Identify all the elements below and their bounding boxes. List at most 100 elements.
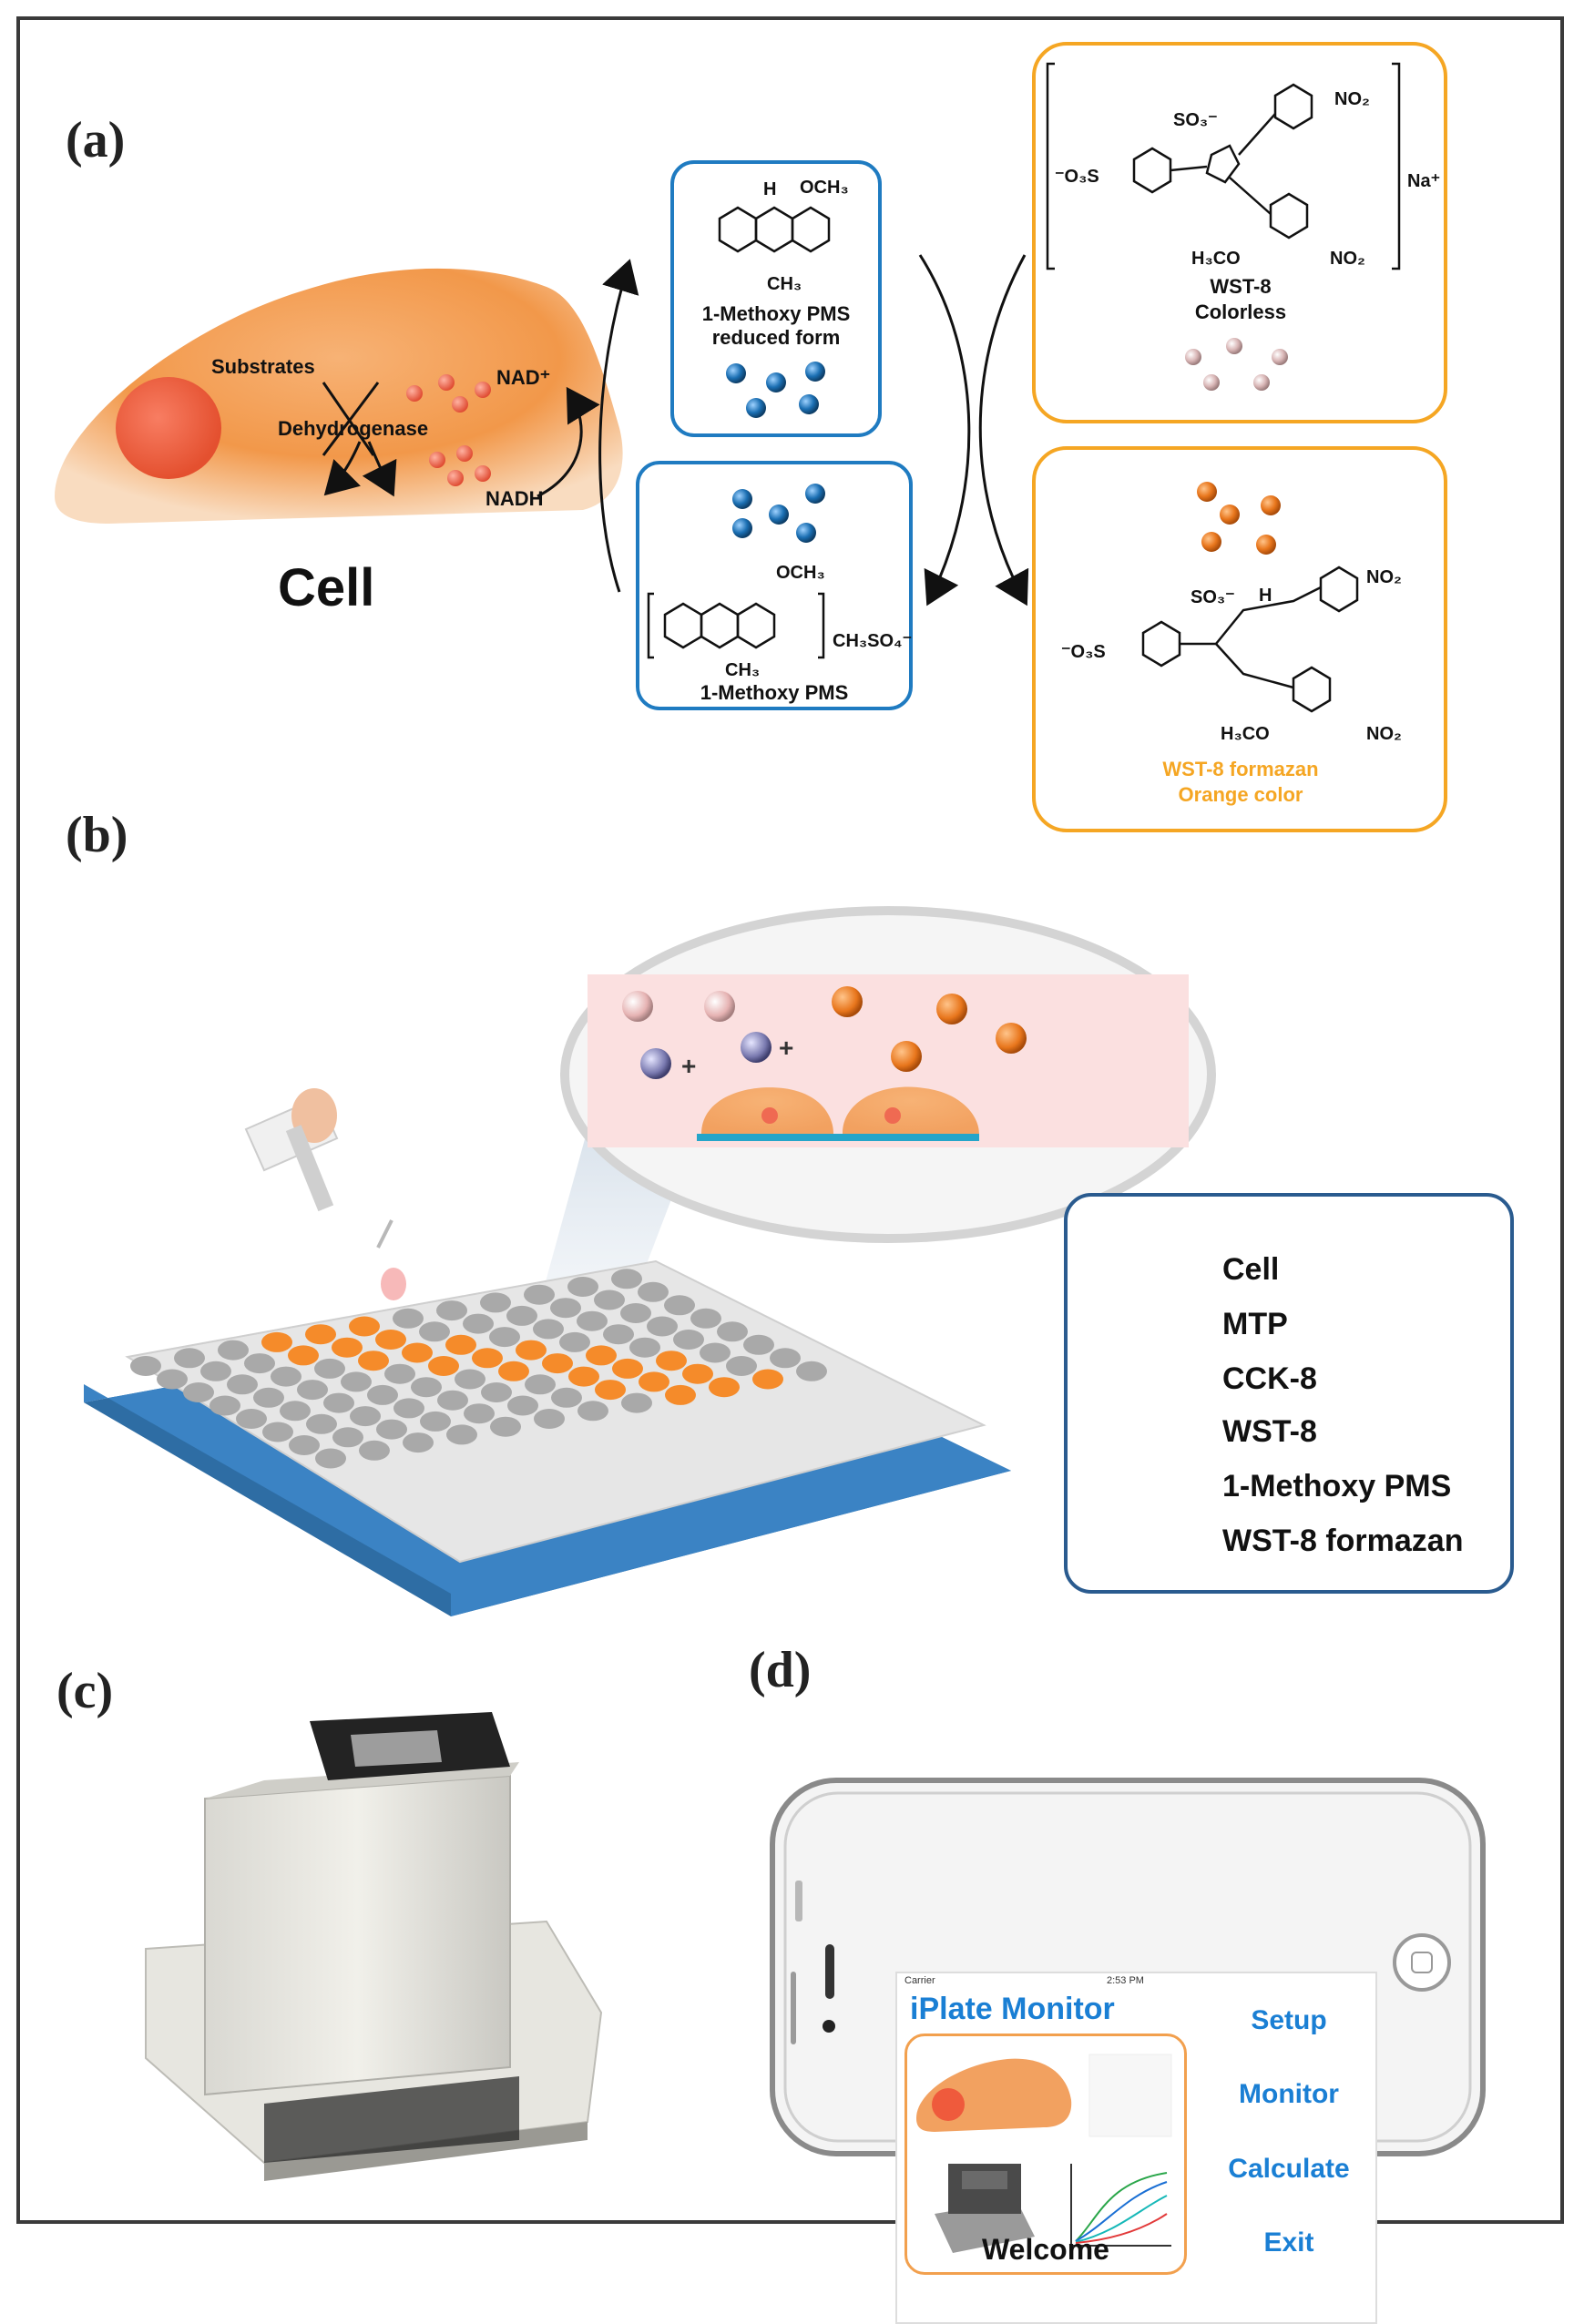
plate-well <box>315 1448 346 1469</box>
plate-well <box>446 1424 477 1445</box>
plate-well <box>550 1298 581 1319</box>
nadh-to-nad-arrow <box>537 386 600 498</box>
wst8-structure <box>1046 62 1401 270</box>
reaction-arrow-2 <box>362 441 397 497</box>
device-body <box>204 1774 511 2096</box>
formazan-o3s: ⁻O₃S <box>1061 642 1106 662</box>
plate-well <box>332 1337 363 1358</box>
plate-well <box>411 1377 442 1398</box>
plate-well <box>639 1371 669 1392</box>
app-preview-card: Welcome <box>904 2034 1187 2275</box>
formazan-color: Orange color <box>1179 783 1303 806</box>
formazan-structure <box>1141 566 1359 713</box>
plate-well <box>384 1363 415 1384</box>
plate-well <box>350 1406 381 1427</box>
plate-well <box>244 1353 275 1374</box>
plate-well <box>577 1310 608 1331</box>
phone-home-button[interactable] <box>1393 1933 1451 1992</box>
wst8-balls <box>1185 338 1288 391</box>
plate-well <box>280 1401 311 1422</box>
formazan-box <box>1032 446 1447 832</box>
plate-well <box>376 1419 407 1440</box>
pms-reduced-box <box>670 160 882 437</box>
panel-label-a: (a) <box>66 112 126 168</box>
plate-well <box>568 1366 599 1387</box>
pipette-illustration <box>244 1088 406 1300</box>
plate-well <box>752 1369 783 1390</box>
plate-well <box>209 1395 240 1416</box>
plate-well <box>595 1380 626 1401</box>
reaction-arrow-1 <box>323 441 362 496</box>
plate-well <box>455 1369 485 1390</box>
plate-well <box>620 1303 651 1323</box>
plate-well <box>341 1371 372 1392</box>
magnified-plus-1: + <box>681 1052 696 1080</box>
cell-nucleus <box>116 377 221 479</box>
legend-label-cell: Cell <box>1222 1251 1280 1287</box>
pms-reduced-name: 1-Methoxy PMS <box>702 302 851 325</box>
phone-speaker <box>825 1944 834 1999</box>
wst8-h3co: H₃CO <box>1191 249 1241 269</box>
plate-well <box>690 1308 721 1329</box>
wst8-name: WST-8 <box>1210 275 1271 298</box>
plate-well <box>611 1269 642 1289</box>
plate-well <box>288 1345 319 1366</box>
plate-wells <box>130 1269 827 1469</box>
plate-well <box>498 1361 529 1381</box>
reaction-line-1 <box>322 382 375 456</box>
plate-well <box>297 1380 328 1401</box>
panel-label-c: (c) <box>56 1663 114 1719</box>
plate-well <box>305 1324 336 1345</box>
plate-well <box>621 1392 652 1413</box>
pms-reduced-balls <box>726 362 825 418</box>
menu-monitor[interactable]: Monitor <box>1239 2079 1339 2109</box>
pms-structure <box>647 592 825 659</box>
wst8-box <box>1032 42 1447 423</box>
formazan-no2-bottom: NO₂ <box>1366 724 1402 744</box>
plate-well <box>796 1361 827 1381</box>
magnifier-substrate <box>697 1134 979 1141</box>
menu-calculate[interactable]: Calculate <box>1228 2154 1350 2184</box>
plate-well <box>709 1377 740 1398</box>
legend-label-pms: 1-Methoxy PMS <box>1222 1468 1452 1503</box>
legend-label-wst8: WST-8 <box>1222 1413 1317 1449</box>
pms-reduced-structure <box>718 206 831 253</box>
plate-well <box>261 1331 292 1352</box>
plate-well <box>402 1342 433 1363</box>
plate-well <box>314 1358 345 1379</box>
panel-label-d: (d) <box>749 1642 812 1698</box>
plate-well <box>682 1363 713 1384</box>
formazan-nh: H <box>1259 586 1272 606</box>
plate-well <box>420 1411 451 1432</box>
formazan-name: WST-8 formazan <box>1162 758 1318 780</box>
plate-well <box>481 1382 512 1402</box>
menu-exit[interactable]: Exit <box>1263 2227 1314 2258</box>
plate-well <box>665 1384 696 1405</box>
legend-label-cck8: CCK-8 <box>1222 1361 1317 1396</box>
plate-well <box>393 1308 424 1329</box>
dehydrogenase-label: Dehydrogenase <box>278 417 428 440</box>
plate-well <box>551 1387 582 1408</box>
plate-well <box>542 1353 573 1374</box>
plate-well <box>656 1351 687 1371</box>
legend-label-mtp: MTP <box>1222 1306 1288 1341</box>
plate-well <box>183 1382 214 1402</box>
plate-well <box>419 1321 450 1342</box>
plate-well <box>200 1361 231 1381</box>
welcome-label: Welcome <box>982 2233 1109 2266</box>
wst8-no2-top: NO₂ <box>1334 89 1370 109</box>
pms-och3: OCH₃ <box>776 563 825 583</box>
plate-well <box>403 1432 434 1453</box>
wst8-so3: SO₃⁻ <box>1173 110 1218 130</box>
panel-b-legend: Cell MTP CCK-8 WST-8 1-Methoxy PMS WST-8… <box>1064 1193 1514 1594</box>
figure-frame <box>16 16 1564 2224</box>
wst8-o3s: ⁻O₃S <box>1055 167 1099 187</box>
plate-well <box>586 1345 617 1366</box>
plate-well <box>534 1409 565 1429</box>
plate-well <box>629 1337 660 1358</box>
plate-well <box>603 1324 634 1345</box>
cell-illustration <box>55 268 623 524</box>
plate-well <box>567 1277 598 1297</box>
menu-setup[interactable]: Setup <box>1251 2005 1327 2035</box>
plate-well <box>367 1384 398 1405</box>
